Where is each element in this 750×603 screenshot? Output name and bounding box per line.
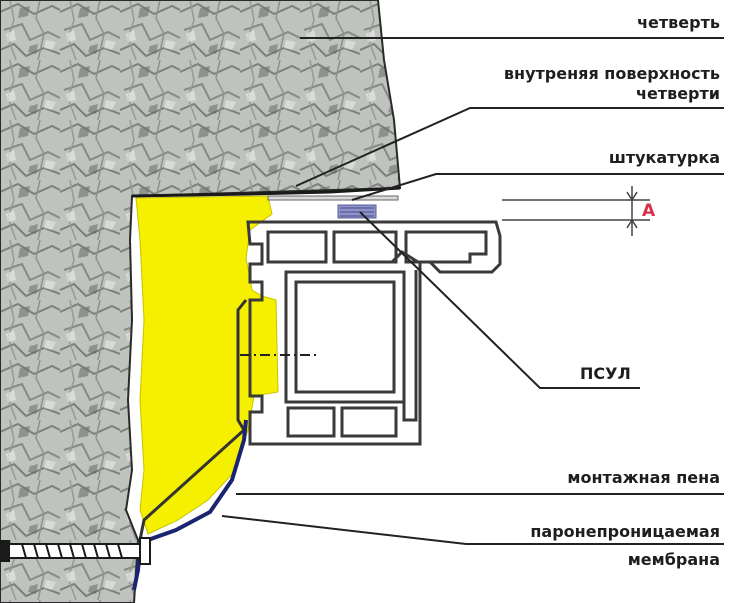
label-inner-surface-line2: четверти (635, 84, 720, 103)
label-chetvert: четверть (637, 13, 720, 32)
mounting-foam (135, 195, 279, 535)
label-inner-surface-line1: внутреняя поверхность (503, 64, 720, 83)
vapour-membrane (132, 419, 248, 591)
quarter-edge (131, 186, 401, 198)
label-psul: ПСУЛ (580, 364, 631, 383)
label-membrane-line1: паронепроницаемая (530, 522, 720, 541)
label-plaster: штукатурка (608, 148, 720, 167)
label-inner-surface: внутреняя поверхность четверти (504, 64, 720, 104)
window-profile (246, 220, 502, 446)
dimension-a-marks (502, 186, 650, 236)
leader-lines (221, 37, 724, 545)
label-membrane: паронепроницаемая мембрана (530, 522, 720, 570)
anchor-plate (138, 299, 248, 541)
dimension-a-label: А (642, 201, 656, 221)
label-foam: монтажная пена (567, 468, 720, 487)
label-membrane-line2: мембрана (627, 550, 720, 569)
plaster-strip (267, 195, 399, 201)
anchor-screw (0, 537, 151, 565)
